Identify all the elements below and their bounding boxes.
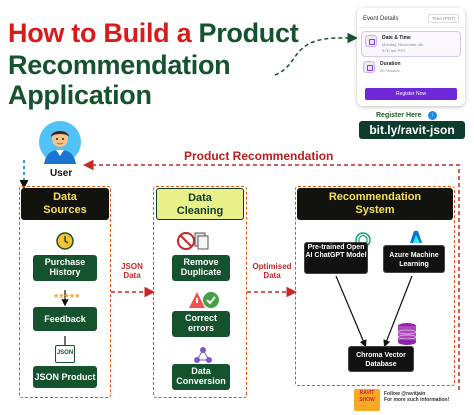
optimised-data-label: Optimised Data [252, 262, 292, 280]
recommendation-title-2: System [355, 204, 395, 216]
register-here-label: Register Here [376, 112, 422, 119]
event-details-card: Event Details Time (PDT) Date & Time Mon… [357, 8, 465, 106]
data-sources-header: Data Sources [21, 188, 109, 220]
arrow-down-icon: ↓ [428, 111, 437, 120]
title-line-3: Application [8, 80, 152, 110]
json-data-label: JSON Data [121, 262, 143, 280]
event-card-title: Event Details [363, 15, 399, 22]
correct-errors-node: Correct errors [172, 311, 230, 337]
azure-icon [410, 231, 422, 243]
recommendation-system-header: Recommendation System [297, 188, 453, 220]
clock-history-icon [56, 232, 74, 250]
register-now-button[interactable]: Register Now [365, 88, 457, 100]
user-label: User [50, 168, 73, 179]
time-value: 9:00 am PST [382, 48, 406, 53]
remove-duplicate-icon [177, 232, 209, 250]
title-to-event-arrow [274, 32, 358, 76]
user-avatar-icon [39, 121, 81, 164]
data-cleaning-panel [153, 186, 247, 398]
duration-row: Duration 60 minutes [357, 57, 465, 75]
calendar-icon [365, 35, 377, 47]
data-conversion-icon [194, 347, 212, 363]
date-label: Date & Time [382, 35, 411, 41]
feedback-loop-arrow [83, 159, 460, 390]
follow-line-2: For more such information! [384, 397, 450, 403]
date-value: Monday, November 4th [382, 42, 424, 47]
data-conversion-node: Data Conversion [172, 364, 230, 390]
data-sources-title-1: Data [53, 191, 77, 203]
clock-icon [363, 61, 375, 73]
duration-value: 60 minutes [380, 68, 400, 73]
database-icon [397, 323, 417, 345]
title-line-1: How to Build a Product [8, 18, 299, 48]
recommendation-title-1: Recommendation [328, 191, 422, 203]
data-sources-title-2: Sources [43, 204, 87, 216]
purchase-history-node: Purchase History [33, 255, 97, 281]
timezone-select[interactable]: Time (PDT) [427, 14, 459, 23]
json-product-node: JSON Product [33, 366, 97, 388]
remove-duplicate-node: Remove Duplicate [172, 255, 230, 281]
date-time-row[interactable]: Date & Time Monday, November 4th 9:00 am… [361, 31, 461, 57]
product-recommendation-label: Product Recommendation [184, 149, 334, 163]
register-link[interactable]: bit.ly/ravit-json [359, 121, 465, 139]
ravit-show-logo: RAVIT SHOW [354, 389, 380, 411]
data-cleaning-header: Data Cleaning [156, 188, 244, 220]
follow-line-1: Follow @ravitjain [384, 391, 426, 397]
stars-icon: ★★★★★ [53, 293, 80, 300]
chroma-db-node: Chroma Vector Database [348, 346, 414, 372]
title-red: How to Build a [8, 18, 192, 48]
openai-model-node: Pre-trained Open AI ChatGPT Model [304, 242, 368, 274]
azure-ml-node: Azure Machine Learning [383, 245, 445, 273]
data-sources-panel [19, 186, 111, 398]
data-cleaning-title-1: Data [188, 192, 212, 204]
recommendation-system-panel [295, 186, 455, 386]
title-green: Product [198, 18, 299, 48]
data-cleaning-title-2: Cleaning [176, 205, 224, 217]
json-file-icon: JSON [55, 345, 75, 363]
feedback-node: Feedback [33, 307, 97, 331]
duration-label: Duration [380, 61, 401, 67]
correct-errors-icon [189, 292, 219, 308]
title-line-2: Recommendation [8, 50, 231, 80]
follow-text: Follow @ravitjain For more such informat… [384, 391, 449, 403]
